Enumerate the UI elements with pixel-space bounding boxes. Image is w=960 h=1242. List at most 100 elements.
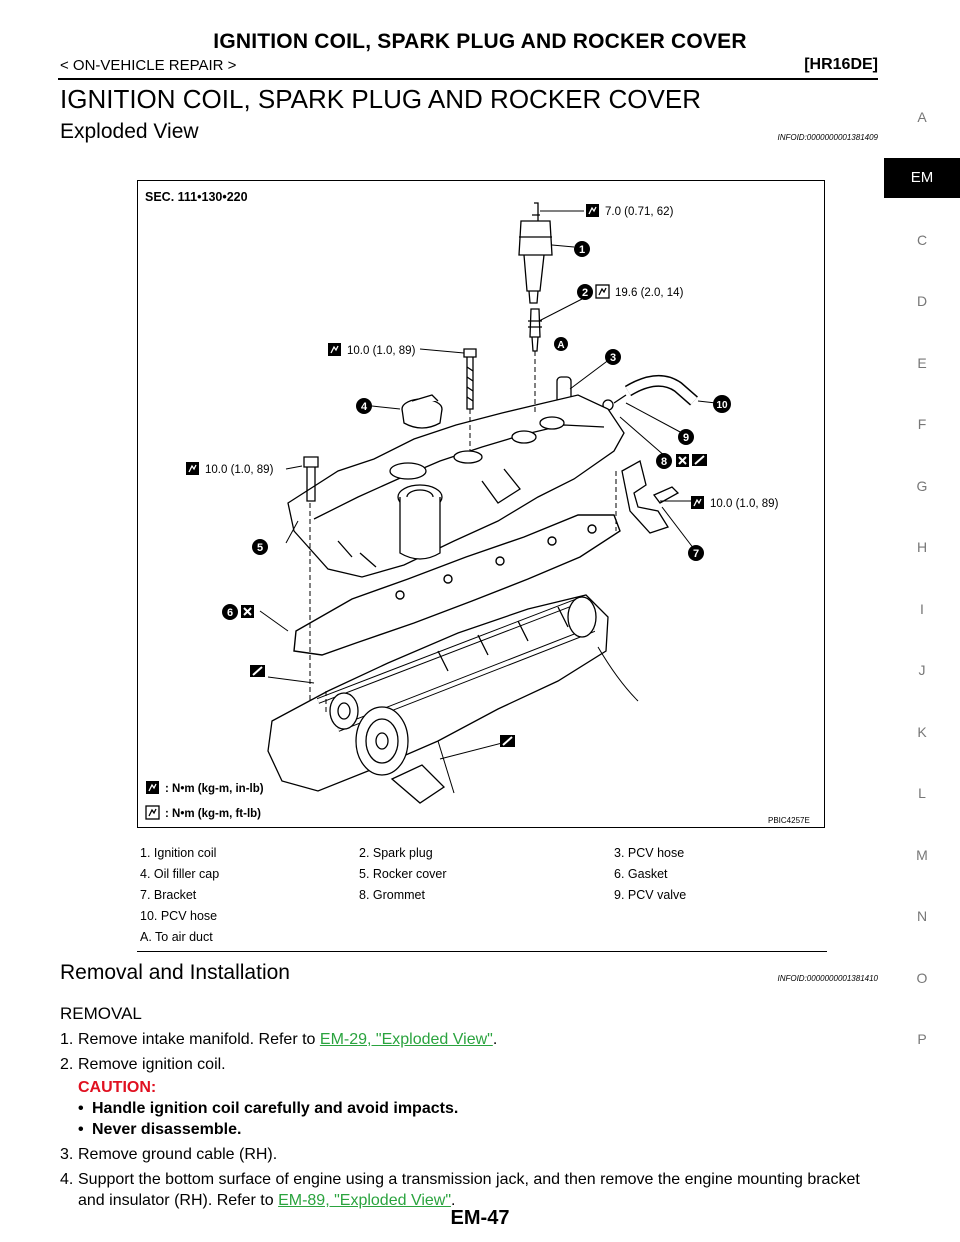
cylinder-head-drawing [267, 594, 609, 804]
section-path: < ON-VEHICLE REPAIR > [60, 57, 237, 74]
oil-filler-cap-drawing [401, 394, 443, 429]
leader-lines [259, 210, 717, 760]
callout-4-marker [356, 398, 372, 414]
bullet: • [78, 1100, 84, 1117]
callout-1: 1 [579, 244, 585, 256]
exploded-view-infoid: INFOID:0000000001381409 [777, 133, 878, 142]
removal-step-1: 1. Remove intake manifold. Refer to EM-2… [60, 1029, 878, 1050]
side-tab-j[interactable]: J [918, 662, 926, 678]
side-tab-m[interactable]: M [916, 847, 928, 863]
parts-legend: 1. Ignition coil 2. Spark plug 3. PCV ho… [137, 846, 827, 951]
engine-code: [HR16DE] [804, 56, 878, 73]
legend-item: 4. Oil filler cap [140, 867, 220, 881]
bullet: • [78, 1121, 84, 1138]
link-em-29[interactable]: EM-29, "Exploded View" [319, 1031, 493, 1048]
legend-row: 4. Oil filler cap 5. Rocker cover 6. Gas… [137, 867, 827, 888]
legend-row: A. To air duct [137, 930, 827, 951]
side-tab-d[interactable]: D [916, 293, 928, 309]
step-4-text: Support the bottom surface of engine usi… [78, 1171, 860, 1209]
exploded-view-figure: SEC. 111•130•220 [137, 180, 825, 828]
page-number: EM-47 [450, 1207, 510, 1229]
bolt-drawing-center [463, 348, 477, 410]
gasket-drawing [293, 514, 621, 656]
callout-6: 6 [227, 607, 233, 619]
link-em-89[interactable]: EM-89, "Exploded View" [278, 1192, 452, 1209]
torque-bracket-bolt: 10.0 (1.0, 89) [710, 498, 779, 510]
callout-5: 5 [257, 542, 263, 554]
removal-subheading: REMOVAL [60, 1004, 142, 1023]
legend-rule [137, 951, 827, 952]
legend-item: 3. PCV hose [614, 846, 685, 860]
side-tab-em[interactable]: EM [884, 158, 960, 198]
sealant-icon-right [499, 734, 516, 748]
side-tab-a[interactable]: A [917, 109, 927, 125]
side-tab-n[interactable]: N [916, 908, 928, 924]
legend-item: 1. Ignition coil [140, 846, 217, 860]
removal-step-4: 4. Support the bottom surface of engine … [60, 1169, 878, 1211]
legend-item: 9. PCV valve [614, 888, 687, 902]
removal-installation-heading: Removal and Installation [60, 961, 290, 984]
step-3-text: Remove ground cable (RH). [78, 1146, 278, 1163]
legend-item: 8. Grommet [359, 888, 425, 902]
step-number: 4. [60, 1171, 74, 1188]
legend-row: 7. Bracket 8. Grommet 9. PCV valve [137, 888, 827, 909]
callout-2-marker [577, 284, 593, 300]
spark-plug-drawing [528, 308, 542, 352]
caution-item-text: Handle ignition coil carefully and avoid… [92, 1100, 459, 1117]
side-tab-k[interactable]: K [917, 724, 927, 740]
callout-a: A [557, 340, 564, 351]
callout-a-marker [554, 337, 568, 351]
side-tab-h[interactable]: H [916, 539, 928, 555]
torque-ignition-coil-bolt: 7.0 (0.71, 62) [605, 206, 674, 218]
torque-in-lb-icon [145, 780, 160, 795]
side-tab-e[interactable]: E [917, 355, 927, 371]
torque-spark-plug: 19.6 (2.0, 14) [615, 287, 684, 299]
replace-icon-grommet [675, 453, 690, 468]
legend-item: A. To air duct [140, 930, 213, 944]
side-tab-f[interactable]: F [917, 416, 927, 432]
exploded-view-heading: Exploded View [60, 120, 199, 143]
side-tab-i[interactable]: I [920, 601, 924, 617]
callout-10-marker [713, 395, 731, 413]
caution-label: CAUTION: [78, 1079, 157, 1096]
step-2-text: Remove ignition coil. [78, 1056, 226, 1073]
torque-rocker-cover-bolt-left: 10.0 (1.0, 89) [205, 464, 274, 476]
step-4-end: . [451, 1192, 456, 1209]
torque-rocker-cover-bolt-center: 10.0 (1.0, 89) [347, 345, 416, 357]
removal-step-3: 3. Remove ground cable (RH). [60, 1144, 878, 1165]
callout-3-marker [605, 349, 621, 365]
side-tab-c[interactable]: C [916, 232, 928, 248]
callout-10: 10 [716, 400, 728, 411]
callout-2: 2 [582, 287, 588, 299]
legend-row: 10. PCV hose [137, 909, 827, 930]
removal-installation-infoid: INFOID:0000000001381410 [777, 974, 878, 983]
sealant-icon-left [249, 664, 266, 678]
callout-6-marker [222, 604, 238, 620]
caution-item: • Never disassemble. [78, 1119, 878, 1140]
side-tab-o[interactable]: O [916, 970, 928, 986]
torque-ft-lb-icon [145, 805, 160, 820]
removal-step-2: 2. Remove ignition coil. CAUTION: •Handl… [60, 1054, 878, 1140]
ignition-coil-drawing [518, 202, 553, 304]
callout-1-marker [574, 241, 590, 257]
section-number-label: SEC. 111•130•220 [145, 190, 248, 204]
legend-nm-ft-lb: : N•m (kg-m, ft-lb) [165, 808, 261, 820]
side-tab-g[interactable]: G [916, 478, 928, 494]
caution-item-text: Never disassemble. [92, 1121, 242, 1138]
rocker-cover-drawing [287, 394, 625, 578]
legend-item: 6. Gasket [614, 867, 668, 881]
legend-item: 2. Spark plug [359, 846, 433, 860]
callout-8: 8 [661, 456, 667, 468]
callout-5-marker [252, 539, 268, 555]
callout-7: 7 [693, 548, 699, 560]
callout-3: 3 [610, 352, 616, 364]
legend-item: 5. Rocker cover [359, 867, 447, 881]
callout-9-marker [678, 429, 694, 445]
legend-row: 1. Ignition coil 2. Spark plug 3. PCV ho… [137, 846, 827, 867]
replace-icon-gasket [240, 604, 255, 619]
side-tab-l[interactable]: L [918, 785, 926, 801]
side-tab-p[interactable]: P [917, 1031, 927, 1047]
bolt-drawing-left [303, 456, 319, 502]
figure-code: PBIC4257E [768, 816, 810, 825]
callout-7-marker [688, 545, 704, 561]
